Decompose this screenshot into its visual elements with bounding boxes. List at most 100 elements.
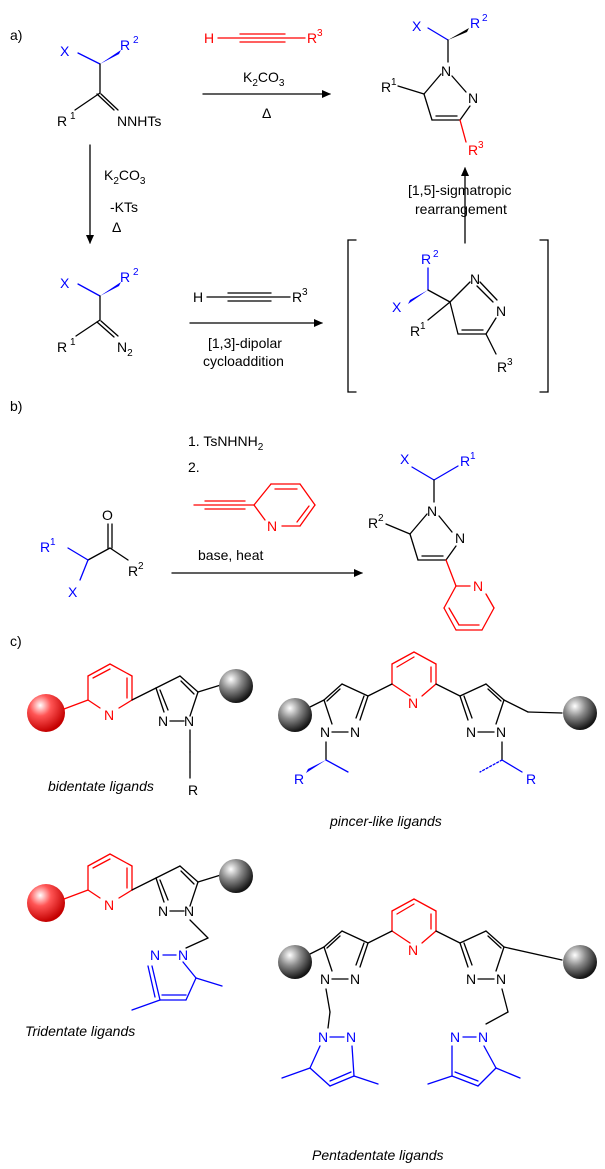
atom-n: N bbox=[158, 713, 168, 729]
panel-label-a: a) bbox=[10, 27, 22, 43]
substituent-sphere-red bbox=[27, 884, 65, 922]
atom-r: R bbox=[497, 359, 507, 375]
atom-r: R bbox=[460, 453, 470, 469]
atom-r: R bbox=[120, 269, 130, 285]
wedge-bond bbox=[100, 50, 121, 64]
reagent-base-heat: base, heat bbox=[198, 547, 263, 563]
alkyne-reagent: H R 3 bbox=[204, 28, 323, 46]
atom-n: N bbox=[104, 707, 114, 723]
atom-x: X bbox=[392, 299, 402, 315]
reagent-minus-kts: -KTs bbox=[110, 199, 138, 215]
atom-n: N bbox=[408, 695, 418, 711]
label-rearrangement: rearrangement bbox=[415, 201, 507, 217]
label-tridentate-ligands: Tridentate ligands bbox=[25, 1023, 135, 1039]
reagent-k2co3: K2CO3 bbox=[243, 69, 285, 89]
superscript: 2 bbox=[133, 267, 139, 278]
alkyne-reagent: H R 3 bbox=[193, 287, 308, 305]
ethynylpyridine-reagent: N bbox=[193, 483, 316, 534]
atom-x: X bbox=[60, 43, 70, 59]
substituent-sphere-gray bbox=[278, 945, 312, 979]
atom-r: R bbox=[410, 323, 420, 339]
label-pincer-ligands: pincer-like ligands bbox=[329, 813, 442, 829]
superscript: 2 bbox=[433, 249, 439, 260]
atom-r: R bbox=[120, 37, 130, 53]
diazo-compound: X R 2 R 1 N2 bbox=[57, 267, 139, 359]
bidentate-ligand-structure: N N N R bbox=[27, 663, 253, 798]
atom-h: H bbox=[193, 289, 203, 305]
wedge-bond bbox=[408, 290, 428, 304]
atom-n: N bbox=[320, 724, 330, 740]
atom-r: R bbox=[40, 539, 50, 555]
label-dipolar: [1,3]-dipolar bbox=[208, 335, 282, 351]
label-pentadentate-ligands: Pentadentate ligands bbox=[312, 1147, 444, 1163]
label-cycloaddition: cycloaddition bbox=[203, 353, 284, 369]
substituent-sphere-gray bbox=[278, 698, 312, 732]
superscript: 2 bbox=[482, 13, 488, 24]
atom-n: N bbox=[496, 303, 506, 319]
atom-n: N bbox=[350, 971, 360, 987]
atom-n: N bbox=[473, 578, 483, 594]
heat-symbol: Δ bbox=[262, 105, 271, 121]
superscript: 1 bbox=[50, 537, 56, 548]
reagent-step2: 2. bbox=[188, 459, 200, 475]
reagent-k2co3: K2CO3 bbox=[104, 167, 146, 187]
atom-n: N bbox=[150, 947, 160, 963]
superscript: 3 bbox=[317, 28, 323, 39]
heat-symbol: Δ bbox=[112, 219, 121, 235]
atom-r: R bbox=[526, 771, 536, 787]
atom-n: N bbox=[104, 897, 114, 913]
superscript: 1 bbox=[470, 451, 476, 462]
superscript: 3 bbox=[507, 357, 513, 368]
superscript: 2 bbox=[133, 35, 139, 46]
atom-n: N bbox=[346, 1029, 356, 1045]
ketone-substrate: O R 1 X R 2 bbox=[40, 507, 144, 600]
atom-r: R bbox=[470, 15, 480, 31]
atom-x: X bbox=[412, 18, 422, 34]
atom-x: X bbox=[400, 451, 410, 467]
atom-n: N bbox=[184, 903, 194, 919]
superscript: 1 bbox=[70, 337, 76, 348]
superscript: 1 bbox=[420, 321, 426, 332]
atom-n: N bbox=[478, 1029, 488, 1045]
atom-h: H bbox=[204, 30, 214, 46]
atom-n2: N2 bbox=[117, 339, 133, 359]
substituent-sphere-gray bbox=[219, 859, 253, 893]
atom-r: R bbox=[57, 113, 67, 129]
bracket-left bbox=[347, 239, 357, 393]
atom-r: R bbox=[128, 563, 138, 579]
superscript: 1 bbox=[70, 111, 76, 122]
superscript: 1 bbox=[391, 77, 397, 88]
atom-r: R bbox=[368, 515, 378, 531]
wedge-bond bbox=[306, 760, 326, 773]
atom-n: N bbox=[350, 724, 360, 740]
substituent-sphere-gray bbox=[563, 945, 597, 979]
atom-n: N bbox=[496, 724, 506, 740]
pyrazoline-intermediate: R 2 X N N R 1 R 3 bbox=[392, 249, 513, 375]
atom-n: N bbox=[468, 90, 478, 106]
atom-o: O bbox=[102, 507, 113, 523]
superscript: 2 bbox=[138, 561, 144, 572]
atom-r: R bbox=[468, 142, 478, 158]
atom-nnhts: NNHTs bbox=[117, 113, 161, 129]
substituent-sphere-gray bbox=[219, 669, 253, 703]
atom-n: N bbox=[455, 530, 465, 546]
pyrazole-product: X R 2 N N R 1 R 3 bbox=[381, 13, 488, 158]
wedge-bond bbox=[100, 282, 121, 296]
atom-r: R bbox=[188, 782, 198, 798]
atom-x: X bbox=[60, 275, 70, 291]
panel-label-c: c) bbox=[10, 633, 22, 649]
tridentate-ligand-structure: N N N N N bbox=[27, 853, 253, 1011]
pentadentate-ligand-structure: N N N N N N N bbox=[278, 898, 597, 1087]
substituent-sphere-gray bbox=[563, 696, 597, 730]
label-bidentate-ligands: bidentate ligands bbox=[48, 778, 154, 794]
pyridylpyrazole-product: X R 1 N N R 2 N bbox=[368, 451, 495, 631]
atom-r: R bbox=[292, 289, 302, 305]
pincer-ligand-structure: N N N R N N R bbox=[278, 651, 597, 787]
atom-r: R bbox=[294, 771, 304, 787]
superscript: 3 bbox=[302, 287, 308, 298]
atom-n: N bbox=[496, 971, 506, 987]
atom-n: N bbox=[158, 903, 168, 919]
atom-n: N bbox=[450, 1029, 460, 1045]
atom-n: N bbox=[320, 971, 330, 987]
